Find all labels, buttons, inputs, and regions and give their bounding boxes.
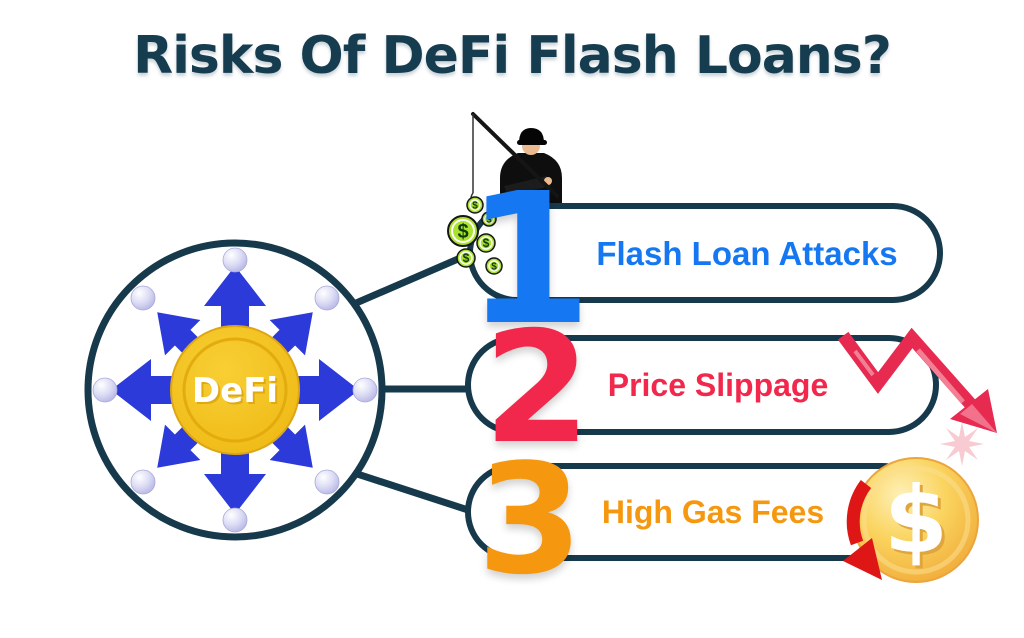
item-3-label: High Gas Fees [601,494,825,530]
sphere-icon [222,247,248,273]
money-coins: $ $ $ $ $ [447,196,503,275]
page-title: Risks Of DeFi Flash Loans? [133,26,892,86]
risk-pills [465,203,943,561]
defi-coin-label-shadow: DeFi [194,373,280,413]
money-coin-icon: $ [456,248,476,268]
svg-text:$: $ [486,214,491,224]
money-coin-icon: $ [485,257,503,275]
item-1-label: Flash Loan Attacks [596,235,898,272]
dollar-coin-icon: $ $ [843,457,979,583]
item-2-label: Price Slippage [607,367,829,403]
svg-text:$: $ [457,221,468,243]
money-coin-icon: $ [466,196,484,214]
svg-text:$: $ [472,201,478,212]
sphere-icon [352,377,378,403]
sphere-icon [314,469,340,495]
svg-text:$: $ [463,251,470,265]
item-3-number: 3 [477,431,583,608]
svg-text:$: $ [483,236,490,250]
fishing-rod [471,112,559,198]
defi-coin-label: DeFi [192,371,278,411]
money-coin-icon: $ [447,215,479,247]
sphere-icon [130,469,156,495]
money-coin-icon: $ [476,233,496,253]
dollar-symbol: $ [884,467,948,574]
money-coin-icon: $ [481,211,497,227]
item-1-number: 1 [466,154,592,365]
cycle-arrow-icon [843,480,882,580]
sphere-icon [222,507,248,533]
sphere-icon [314,285,340,311]
orbit-spheres [92,247,378,533]
pill-2 [465,335,939,435]
defi-hub: DeFi DeFi [84,239,386,541]
dollar-symbol-shadow: $ [887,470,951,577]
sphere-icon [92,377,118,403]
crash-arrow-icon [837,327,997,466]
defi-coin-icon: DeFi DeFi [170,325,300,455]
svg-text:$: $ [491,262,497,273]
sphere-icon [130,285,156,311]
starburst [940,422,984,466]
item-2-number: 2 [483,299,591,478]
